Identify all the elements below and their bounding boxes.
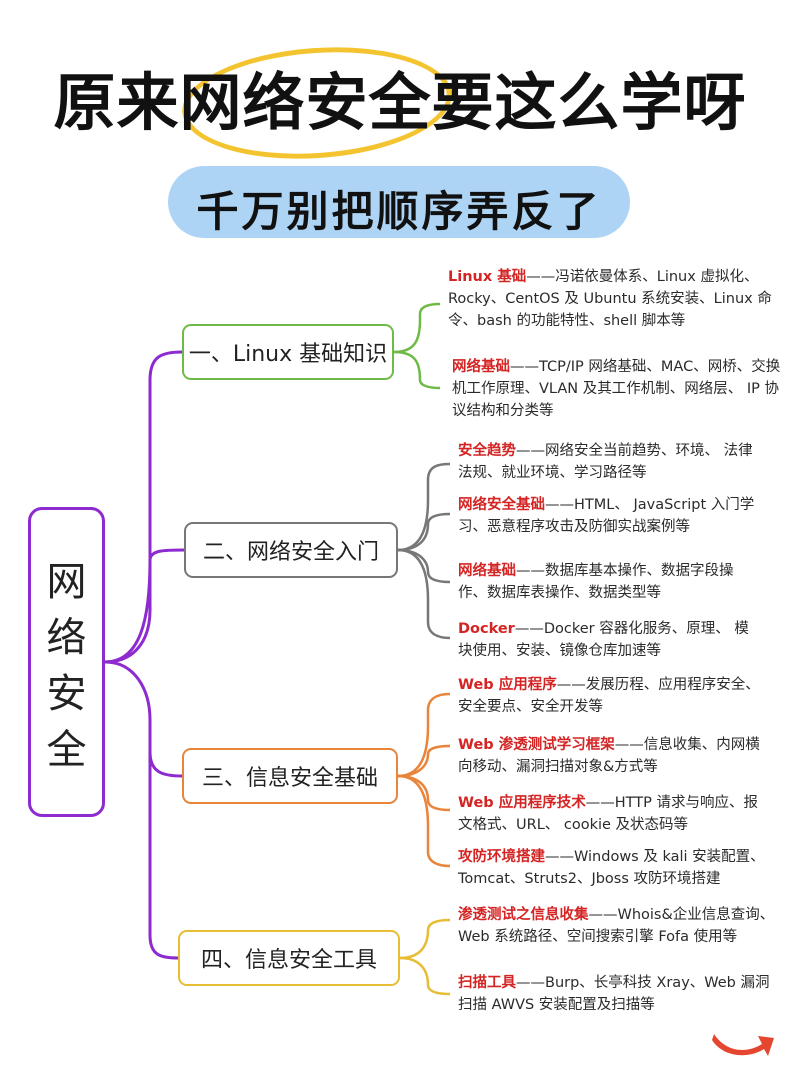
root-link-4 bbox=[148, 752, 179, 960]
leaf-lab-setup: 攻防环境搭建——Windows 及 kali 安装配置、Tomcat、Strut… bbox=[458, 846, 768, 890]
page-title: 原来网络安全要这么学呀 bbox=[53, 66, 747, 139]
leaf-text: ——信息收集、内网横向移动、漏洞扫描对象&方式等 bbox=[458, 737, 760, 775]
root-trunk bbox=[104, 350, 183, 664]
leaf-text: ——HTTP 请求与响应、报文格式、URL、 cookie 及状态码等 bbox=[458, 795, 758, 833]
leaf-text: ——数据库基本操作、数据字段操作、数据库表操作、数据类型等 bbox=[458, 563, 734, 601]
branch-2-link-b bbox=[397, 512, 451, 552]
leaf-keyword: Docker bbox=[458, 621, 515, 637]
root-link-2 bbox=[104, 548, 185, 664]
leaf-info-gathering: 渗透测试之信息收集——Whois&企业信息查询、Web 系统路径、空间搜索引擎 … bbox=[458, 904, 778, 948]
leaf-keyword: 攻防环境搭建 bbox=[458, 849, 545, 865]
branch-security-intro: 二、网络安全入门 bbox=[184, 522, 398, 578]
leaf-keyword: Web 渗透测试学习框架 bbox=[458, 737, 615, 753]
leaf-keyword: 网络安全基础 bbox=[458, 497, 545, 513]
leaf-scan-tools: 扫描工具——Burp、长亭科技 Xray、Web 漏洞扫描 AWVS 安装配置及… bbox=[458, 972, 778, 1016]
leaf-keyword: 网络基础 bbox=[452, 359, 510, 375]
root-char: 网 bbox=[46, 559, 87, 605]
branch-3-link-b bbox=[397, 744, 451, 778]
leaf-keyword: 安全趋势 bbox=[458, 443, 516, 459]
leaf-keyword: Web 应用程序技术 bbox=[458, 795, 586, 811]
branch-1-link-b bbox=[393, 350, 441, 390]
leaf-text: ——Windows 及 kali 安装配置、Tomcat、Struts2、Jbo… bbox=[458, 849, 765, 887]
root-char: 络 bbox=[46, 615, 87, 661]
leaf-text: ——网络安全当前趋势、环境、 法律法规、就业环境、学习路径等 bbox=[458, 443, 753, 481]
leaf-keyword: 网络基础 bbox=[458, 563, 516, 579]
branch-2-link-d bbox=[397, 548, 451, 640]
subtitle-pill: 千万别把顺序弄反了 bbox=[168, 166, 630, 238]
branch-3-link-d bbox=[397, 774, 451, 868]
leaf-database-basics: 网络基础——数据库基本操作、数据字段操作、数据库表操作、数据类型等 bbox=[458, 560, 758, 604]
root-char: 全 bbox=[46, 727, 87, 773]
leaf-keyword: 渗透测试之信息收集 bbox=[458, 907, 589, 923]
branch-2-link-a bbox=[397, 462, 451, 552]
root-link-3 bbox=[104, 660, 183, 778]
title-area: 原来网络安全要这么学呀 bbox=[0, 30, 800, 168]
leaf-docker: Docker——Docker 容器化服务、原理、 模块使用、安装、镜像仓库加速等 bbox=[458, 618, 758, 662]
leaf-keyword: Linux 基础 bbox=[448, 269, 527, 285]
leaf-text: ——Whois&企业信息查询、Web 系统路径、空间搜索引擎 Fofa 使用等 bbox=[458, 907, 775, 945]
leaf-network-basics: 网络基础——TCP/IP 网络基础、MAC、网桥、交换机工作原理、VLAN 及其… bbox=[452, 356, 782, 422]
leaf-keyword: 扫描工具 bbox=[458, 975, 516, 991]
leaf-web-apps: Web 应用程序——发展历程、应用程序安全、安全要点、安全开发等 bbox=[458, 674, 768, 718]
leaf-text: ——HTML、 JavaScript 入门学习、恶意程序攻击及防御实战案例等 bbox=[458, 497, 755, 535]
root-char: 安 bbox=[46, 671, 87, 717]
curved-arrow-icon bbox=[712, 1034, 774, 1056]
root-node: 网 络 安 全 bbox=[28, 507, 105, 817]
branch-4-link-b bbox=[399, 956, 451, 996]
branch-2-link-c bbox=[397, 548, 451, 584]
branch-infosec-tools: 四、信息安全工具 bbox=[178, 930, 400, 986]
leaf-text: ——Docker 容器化服务、原理、 模块使用、安装、镜像仓库加速等 bbox=[458, 621, 749, 659]
leaf-linux-basics: Linux 基础——冯诺依曼体系、Linux 虚拟化、Rocky、CentOS … bbox=[448, 266, 778, 332]
leaf-keyword: Web 应用程序 bbox=[458, 677, 557, 693]
leaf-web-pentest-framework: Web 渗透测试学习框架——信息收集、内网横向移动、漏洞扫描对象&方式等 bbox=[458, 734, 768, 778]
branch-1-link-a bbox=[393, 302, 441, 354]
branch-4-link-a bbox=[399, 918, 451, 960]
branch-linux-basics: 一、Linux 基础知识 bbox=[182, 324, 394, 380]
page-subtitle: 千万别把顺序弄反了 bbox=[196, 187, 602, 236]
leaf-text: ——冯诺依曼体系、Linux 虚拟化、Rocky、CentOS 及 Ubuntu… bbox=[448, 269, 772, 329]
leaf-web-app-tech: Web 应用程序技术——HTTP 请求与响应、报文格式、URL、 cookie … bbox=[458, 792, 768, 836]
branch-3-link-c bbox=[397, 774, 451, 812]
leaf-text: ——发展历程、应用程序安全、安全要点、安全开发等 bbox=[458, 677, 760, 715]
leaf-text: ——TCP/IP 网络基础、MAC、网桥、交换机工作原理、VLAN 及其工作机制… bbox=[452, 359, 781, 419]
branch-infosec-basics: 三、信息安全基础 bbox=[182, 748, 398, 804]
leaf-text: ——Burp、长亭科技 Xray、Web 漏洞扫描 AWVS 安装配置及扫描等 bbox=[458, 975, 770, 1013]
leaf-security-fundamentals: 网络安全基础——HTML、 JavaScript 入门学习、恶意程序攻击及防御实… bbox=[458, 494, 758, 538]
root-label: 网 络 安 全 bbox=[31, 554, 102, 778]
branch-3-link-a bbox=[397, 692, 451, 778]
leaf-security-trends: 安全趋势——网络安全当前趋势、环境、 法律法规、就业环境、学习路径等 bbox=[458, 440, 758, 484]
